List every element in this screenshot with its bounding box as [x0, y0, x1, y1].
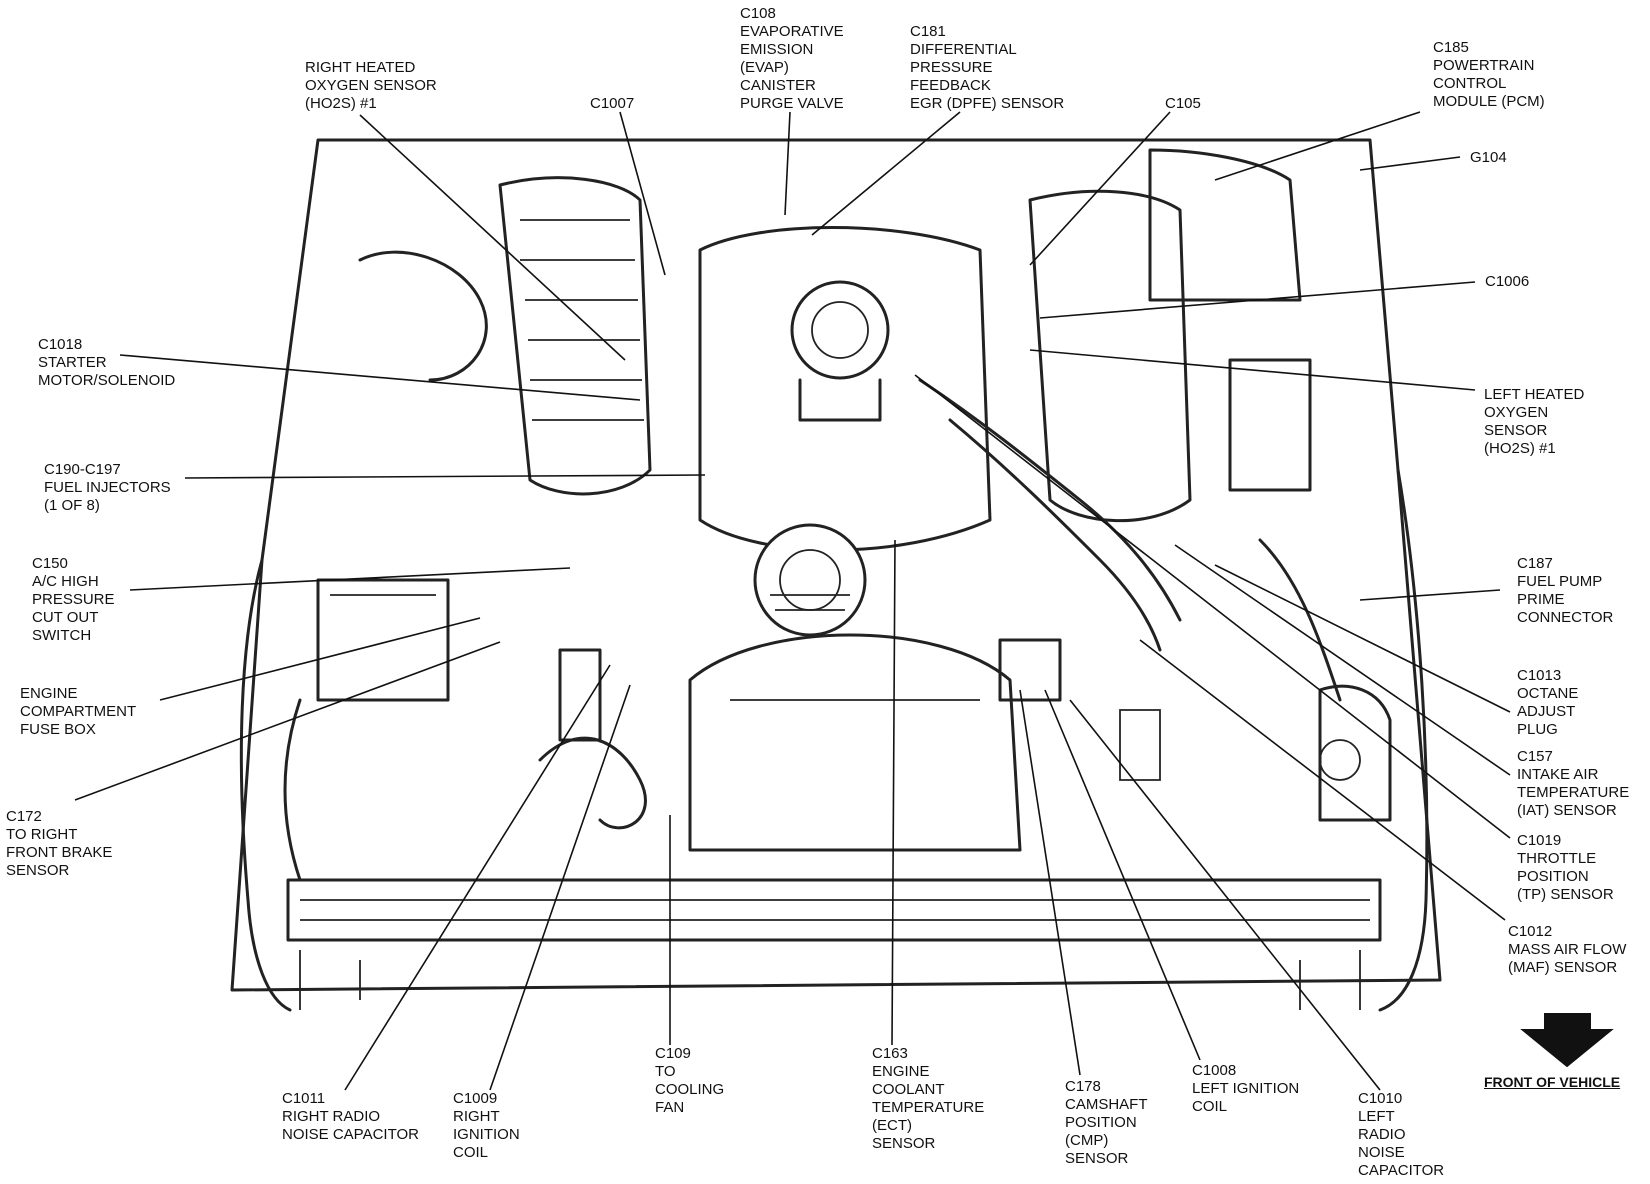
label-c1008: C1008 LEFT IGNITION COIL: [1192, 1062, 1300, 1115]
label-c185: C185 POWERTRAIN CONTROL MODULE (PCM): [1433, 39, 1545, 110]
label-c1019: C1019 THROTTLE POSITION (TP) SENSOR: [1517, 832, 1614, 903]
leader-c108: [784, 111, 791, 216]
label-c187: C187 FUEL PUMP PRIME CONNECTOR: [1517, 555, 1614, 626]
label-c108: C108 EVAPORATIVE EMISSION (EVAP) CANISTE…: [740, 5, 844, 112]
label-c150: C150 A/C HIGH PRESSURE CUT OUT SWITCH: [32, 555, 115, 644]
engine-drawing: [230, 138, 1442, 1012]
leader-c1018: [119, 354, 641, 401]
leader-c187: [1359, 589, 1501, 601]
leader-c190: [184, 474, 706, 479]
label-c190: C190-C197 FUEL INJECTORS (1 OF 8): [44, 461, 171, 514]
label-c172: C172 TO RIGHT FRONT BRAKE SENSOR: [6, 808, 113, 879]
label-right-ho2s: RIGHT HEATED OXYGEN SENSOR (HO2S) #1: [305, 59, 437, 112]
leader-c172: [74, 641, 501, 801]
label-fuse-box: ENGINE COMPARTMENT FUSE BOX: [20, 685, 137, 738]
leader-fuse-box: [159, 617, 481, 701]
label-c109: C109 TO COOLING FAN: [655, 1045, 725, 1116]
front-of-vehicle-label: FRONT OF VEHICLE: [1484, 1074, 1621, 1090]
label-c178: C178 CAMSHAFT POSITION (CMP) SENSOR: [1065, 1078, 1148, 1167]
label-c1010: C1010 LEFT RADIO NOISE CAPACITOR: [1358, 1090, 1445, 1179]
leader-c1010: [1069, 699, 1381, 1091]
label-c1018: C1018 STARTER MOTOR/SOLENOID: [38, 336, 176, 389]
leader-c178: [1019, 689, 1081, 1076]
leader-c1013: [1214, 564, 1511, 713]
label-c157: C157 INTAKE AIR TEMPERATURE (IAT) SENSOR: [1517, 748, 1630, 819]
label-c1007: C1007: [590, 95, 635, 112]
down-arrow-icon: [1520, 1013, 1614, 1068]
leader-c150: [129, 567, 571, 591]
label-c181: C181 DIFFERENTIAL PRESSURE FEEDBACK EGR …: [910, 23, 1065, 112]
leader-c1009: [489, 684, 631, 1091]
leader-c1011: [344, 664, 611, 1091]
leader-c1008: [1044, 689, 1201, 1061]
label-left-ho2s: LEFT HEATED OXYGEN SENSOR (HO2S) #1: [1484, 386, 1585, 457]
leader-c181: [811, 111, 961, 236]
leader-left-ho2s: [1029, 349, 1476, 391]
leader-c1019: [914, 374, 1511, 839]
label-c1009: C1009 RIGHT IGNITION COIL: [453, 1090, 520, 1161]
leader-c163: [891, 539, 896, 1046]
label-g104: G104: [1470, 149, 1507, 166]
leader-c105: [1029, 111, 1171, 266]
leader-right-ho2s: [359, 114, 626, 361]
leader-c1012: [1139, 639, 1506, 921]
leader-c157: [1174, 544, 1511, 776]
leader-c1006: [1039, 281, 1476, 319]
label-c1006: C1006: [1485, 273, 1530, 290]
label-c1013: C1013 OCTANE ADJUST PLUG: [1517, 667, 1579, 738]
leader-c185: [1214, 111, 1421, 181]
leader-c1007: [619, 111, 666, 276]
label-c1012: C1012 MASS AIR FLOW (MAF) SENSOR: [1508, 923, 1627, 976]
leader-lines: [74, 111, 1511, 1091]
label-c163: C163 ENGINE COOLANT TEMPERATURE (ECT) SE…: [872, 1045, 985, 1152]
label-c105: C105: [1165, 95, 1201, 112]
label-c1011: C1011 RIGHT RADIO NOISE CAPACITOR: [282, 1090, 419, 1143]
leader-g104: [1359, 156, 1461, 171]
